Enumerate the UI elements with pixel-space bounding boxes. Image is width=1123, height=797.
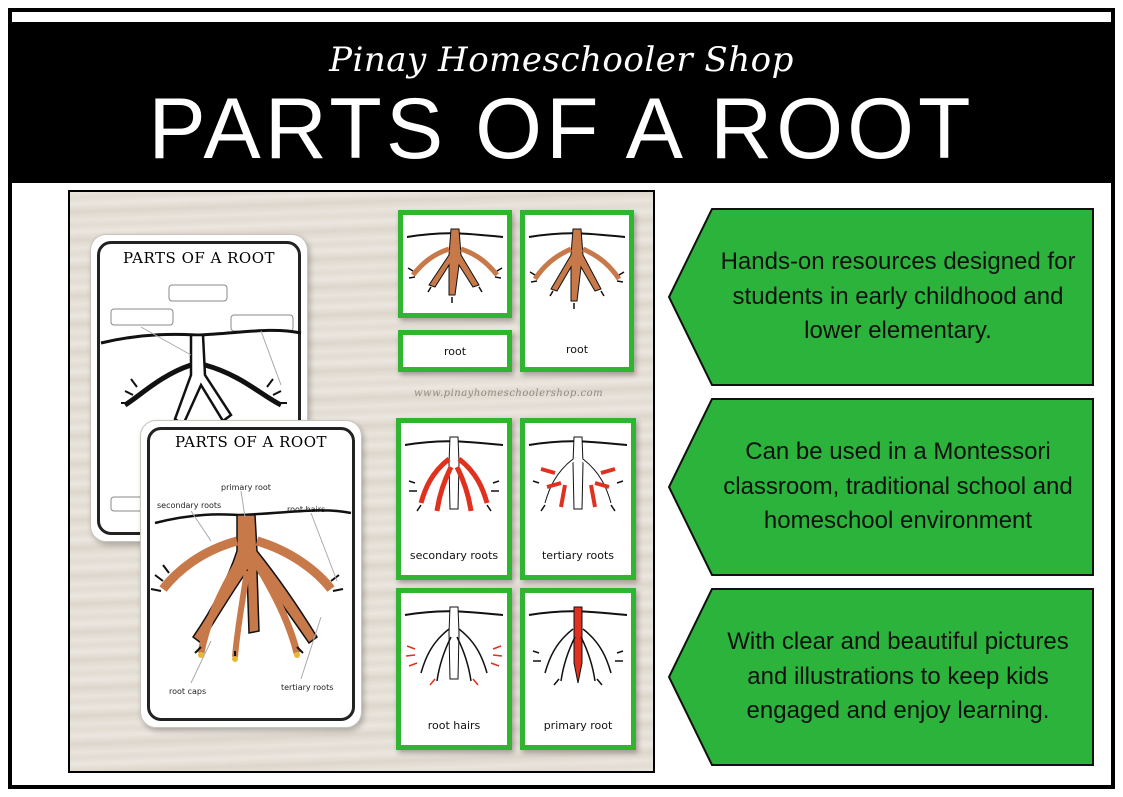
label-tertiary-roots: tertiary roots [281,683,334,692]
watermark: www.pinayhomeschoolershop.com [414,388,604,399]
root-illustration [528,436,628,512]
label-primary-root: primary root [221,483,271,492]
card-secondary-roots-caption: secondary roots [409,549,499,562]
feature-banner-3: With clear and beautiful pictures and il… [668,588,1094,766]
card-root-label: root [398,330,512,372]
card-root-picture [398,210,512,318]
worksheet-labeled-title: PARTS OF A ROOT [174,433,328,451]
product-photo: PARTS OF A ROOT PARTS OF A ROOT primary … [68,190,655,773]
worksheet-labeled-root-illustration [150,490,352,684]
card-root-label-text: root [443,345,467,358]
label-secondary-roots: secondary roots [157,501,222,510]
root-illustration [528,228,626,309]
worksheet-blank-title: PARTS OF A ROOT [122,249,276,267]
root-illustration [404,606,504,686]
card-tertiary-roots-caption: tertiary roots [541,549,615,562]
feature-banner-2: Can be used in a Montessori classroom, t… [668,398,1094,576]
label-root-hairs: root hairs [287,505,326,514]
worksheet-labeled: PARTS OF A ROOT primary root secondary r… [140,420,362,728]
feature-text-1: Hands-on resources designed for students… [720,247,1076,345]
banner-arrow-shape [668,588,1094,766]
label-root-caps: root caps [169,687,207,696]
worksheet-blank-root-illustration [100,284,302,512]
feature-text-3: With clear and beautiful pictures and il… [727,627,1069,725]
root-illustration [404,436,504,512]
card-root-control: root [520,210,634,372]
card-secondary-roots: secondary roots [396,418,512,580]
card-root-control-caption: root [565,343,589,356]
card-primary-root: primary root [520,588,636,750]
page-title: PARTS OF A ROOT [148,81,975,177]
banner-arrow-shape [668,208,1094,386]
card-primary-root-caption: primary root [543,719,613,732]
card-root-hairs: root hairs [396,588,512,750]
root-illustration [406,228,504,303]
feature-banner-1: Hands-on resources designed for students… [668,208,1094,386]
shop-name: Pinay Homeschooler Shop [329,40,794,80]
card-root-hairs-caption: root hairs [427,719,481,732]
feature-text-2: Can be used in a Montessori classroom, t… [723,437,1073,535]
root-illustration [528,606,628,686]
header-bar: Pinay Homeschooler Shop PARTS OF A ROOT [8,22,1115,183]
banner-arrow-shape [668,398,1094,576]
card-tertiary-roots: tertiary roots [520,418,636,580]
